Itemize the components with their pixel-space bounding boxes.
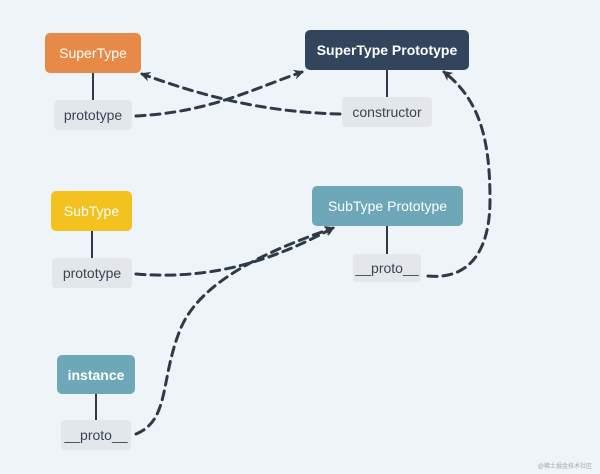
instance-proto-property: __proto__: [61, 420, 131, 450]
supertype-prototype-node: SuperType Prototype: [305, 30, 469, 70]
constructor-property: constructor: [342, 97, 432, 127]
connector-stem: [386, 226, 388, 254]
connector-stem: [92, 73, 94, 100]
connector-stem: [95, 394, 97, 420]
supertype-node: SuperType: [45, 33, 141, 73]
subtype-prototype-property: prototype: [52, 258, 132, 288]
supertype-prototype-property: prototype: [54, 100, 132, 130]
arrow-constructor-to-supertype: [140, 72, 342, 116]
connector-stem: [386, 70, 388, 97]
subtype-node: SubType: [51, 191, 132, 231]
arrow-instance-proto-to-subtype-proto: [134, 225, 335, 436]
subtype-prototype-node: SubType Prototype: [312, 186, 463, 226]
subtype-proto-property: __proto__: [353, 254, 421, 282]
connector-stem: [91, 231, 93, 258]
arrow-subtype-prototype-to-subtype-proto: [134, 226, 335, 277]
instance-node: instance: [57, 355, 135, 394]
watermark: @稀土掘金技术社区: [537, 464, 592, 470]
arrow-subtype-proto-to-supertype-proto: [426, 70, 492, 278]
